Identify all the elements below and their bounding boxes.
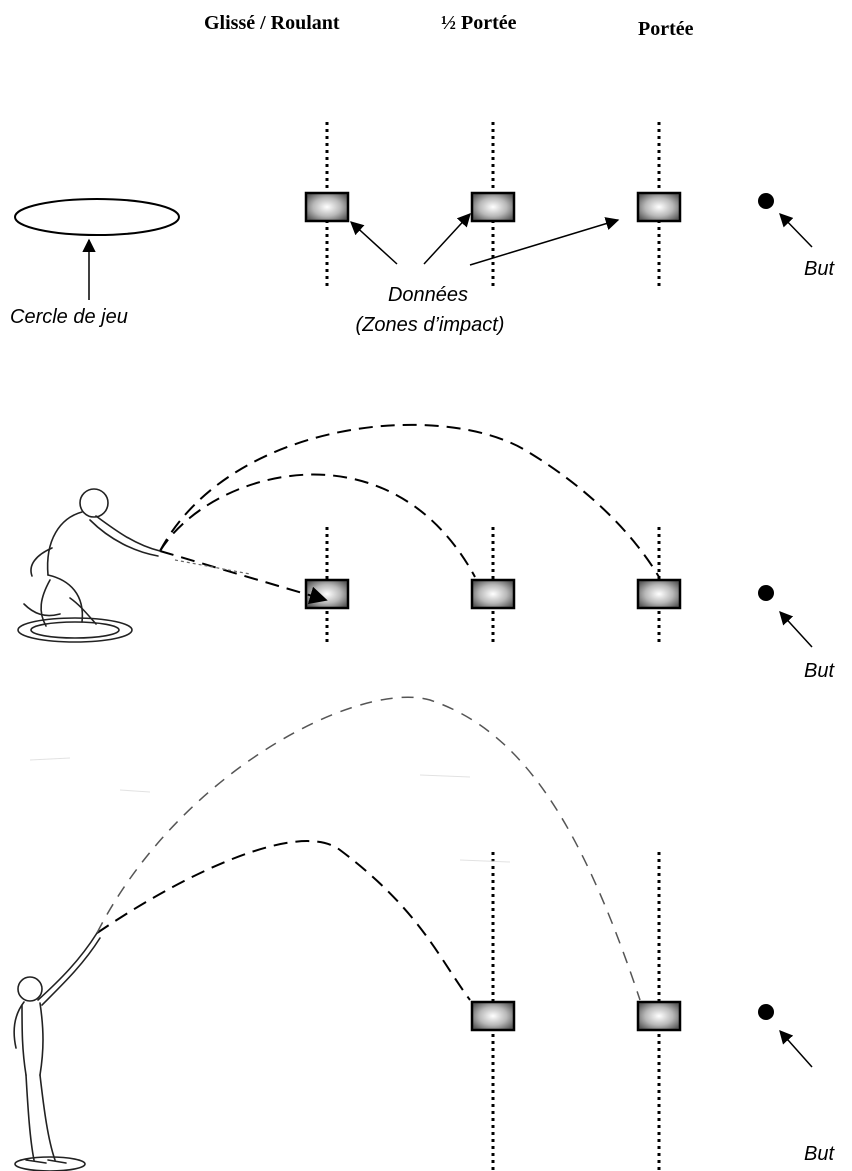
panel-crouching-thrower: But	[17, 423, 835, 682]
impact-zone-portee-3	[636, 1000, 682, 1032]
roll-motion-lines	[174, 559, 251, 575]
donnees-arrow-1	[350, 221, 398, 265]
jack-label-2: But	[804, 660, 835, 682]
play-circle	[14, 198, 180, 236]
trajectory-portee	[159, 423, 660, 578]
jack-arrow-3	[779, 1029, 813, 1068]
trajectory-portee-3	[96, 696, 641, 1001]
jack-ball-3	[758, 1004, 774, 1020]
trajectory-roulant	[159, 550, 328, 605]
jack-ball	[758, 193, 774, 209]
jack-arrow-2	[779, 611, 813, 648]
crouching-thrower-figure	[17, 488, 161, 643]
header-portee: Portée	[638, 18, 694, 40]
jack-ball-2	[758, 585, 774, 601]
zones-impact-label: (Zones d’impact)	[356, 314, 505, 336]
panel-standing-thrower: But	[13, 696, 835, 1171]
donnees-label: Données	[388, 284, 468, 306]
header-demi-portee: ½ Portée	[441, 12, 517, 34]
standing-thrower-figure	[13, 932, 101, 1171]
impact-zone-portee	[636, 191, 682, 223]
impact-zone-glisse	[304, 191, 350, 223]
play-circle-label: Cercle de jeu	[10, 306, 128, 328]
donnees-arrow-3	[469, 217, 620, 266]
jack-label-3: But	[804, 1143, 835, 1165]
panel-legend: Cercle de jeu Données (Zones d’impact) B…	[10, 122, 835, 336]
header-glisse-roulant: Glissé / Roulant	[204, 12, 340, 34]
trajectory-demi-portee-3	[96, 840, 471, 1001]
paper-texture	[29, 757, 511, 863]
impact-zone-glisse-2	[304, 578, 350, 610]
impact-zone-portee-2	[636, 578, 682, 610]
donnees-arrow-2	[423, 213, 471, 265]
impact-zone-demi-portee	[470, 191, 516, 223]
jack-label: But	[804, 258, 835, 280]
trajectory-demi-portee	[159, 473, 476, 578]
impact-zone-demi-portee-3	[470, 1000, 516, 1032]
jack-arrow	[779, 213, 813, 248]
impact-zone-demi-portee-2	[470, 578, 516, 610]
